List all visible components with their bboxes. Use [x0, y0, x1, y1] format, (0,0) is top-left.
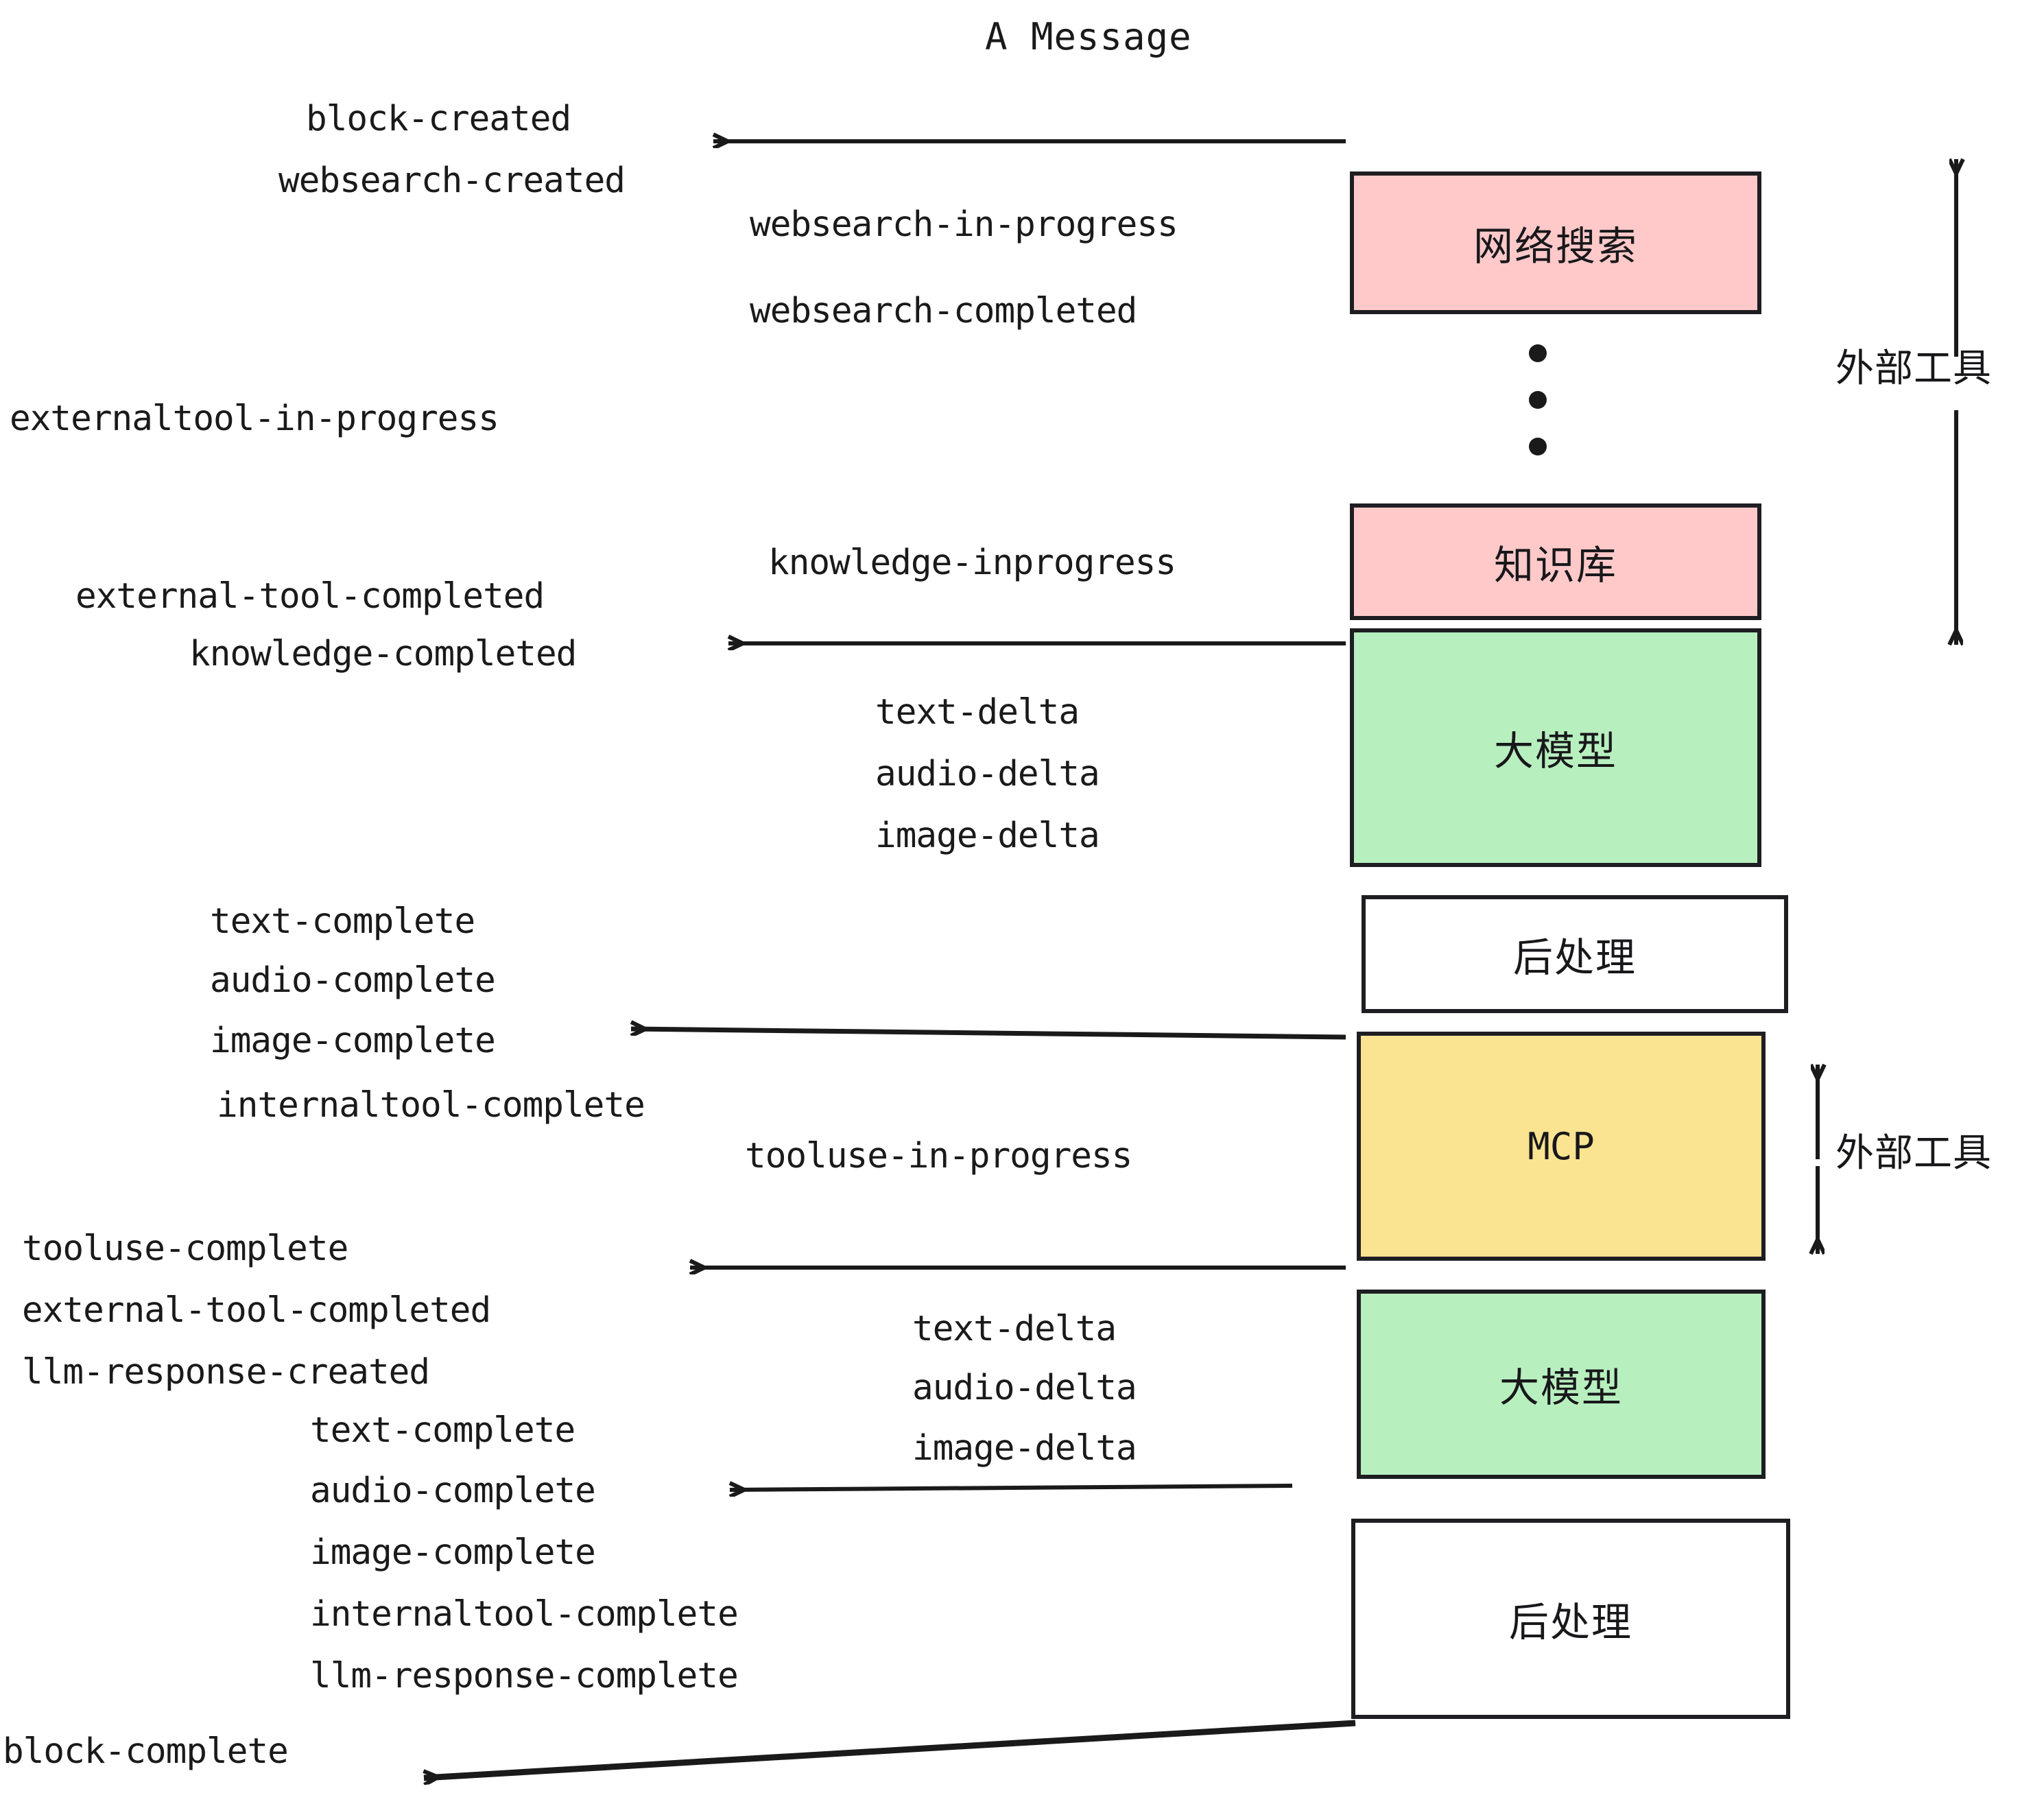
label-external-tool-bottom: 外部工具 — [1835, 1131, 1992, 1176]
event-external-tool-completed-2: external-tool-completed — [22, 1290, 491, 1331]
node-llm-top-label: 大模型 — [1493, 728, 1617, 774]
arrow-llm-to-audio-complete — [730, 1486, 1293, 1490]
diagram-title: A Message — [985, 15, 1192, 58]
label-external-tool-top: 外部工具 — [1835, 346, 1992, 391]
node-postprocess-top[interactable]: 后处理 — [1362, 895, 1788, 1013]
event-image-delta-1: image-delta — [875, 816, 1100, 856]
node-postprocess-bottom-label: 后处理 — [1508, 1599, 1632, 1646]
node-postprocess-bottom[interactable]: 后处理 — [1351, 1519, 1790, 1719]
event-audio-delta-2: audio-delta — [912, 1368, 1137, 1408]
arrow-postprocess-to-image-complete — [631, 1029, 1346, 1040]
event-text-complete-1: text-complete — [210, 901, 475, 942]
event-image-delta-2: image-delta — [912, 1428, 1137, 1469]
event-external-tool-completed-1: external-tool-completed — [75, 576, 545, 617]
node-knowledge[interactable]: 知识库 — [1350, 503, 1761, 620]
event-llm-response-complete: llm-response-complete — [310, 1656, 739, 1696]
event-websearch-created: websearch-created — [278, 161, 626, 201]
node-postprocess-top-label: 后处理 — [1512, 934, 1637, 981]
event-llm-response-created: llm-response-created — [22, 1352, 430, 1392]
event-knowledge-inprogress: knowledge-inprogress — [768, 543, 1176, 583]
event-websearch-in-progress: websearch-in-progress — [750, 204, 1178, 245]
node-mcp-label: MCP — [1528, 1124, 1595, 1168]
event-tooluse-complete: tooluse-complete — [22, 1229, 348, 1269]
event-knowledge-completed: knowledge-completed — [189, 634, 577, 674]
ellipsis-dot-2 — [1529, 391, 1547, 409]
event-audio-complete-1: audio-complete — [210, 960, 496, 1001]
event-image-complete-2: image-complete — [310, 1532, 596, 1573]
event-block-complete: block-complete — [3, 1731, 289, 1772]
event-text-delta-2: text-delta — [912, 1309, 1117, 1349]
event-websearch-completed: websearch-completed — [750, 291, 1137, 331]
event-text-complete-2: text-complete — [310, 1410, 575, 1451]
event-audio-delta-1: audio-delta — [875, 754, 1100, 794]
node-websearch[interactable]: 网络搜索 — [1350, 171, 1761, 314]
event-block-created: block-created — [306, 99, 571, 139]
node-knowledge-label: 知识库 — [1493, 542, 1617, 589]
arrow-postprocess-to-block-complete — [424, 1720, 1356, 1778]
ellipsis-dot-1 — [1529, 344, 1547, 362]
event-externaltool-in-progress: externaltool-in-progress — [10, 399, 499, 439]
node-mcp[interactable]: MCP — [1357, 1032, 1766, 1261]
event-image-complete-1: image-complete — [210, 1021, 496, 1061]
node-websearch-label: 网络搜索 — [1473, 223, 1638, 270]
event-internaltool-complete-2: internaltool-complete — [310, 1594, 739, 1635]
event-tooluse-in-progress: tooluse-in-progress — [745, 1136, 1132, 1176]
node-llm-bottom[interactable]: 大模型 — [1357, 1290, 1766, 1479]
node-llm-bottom-label: 大模型 — [1499, 1364, 1623, 1411]
event-text-delta-1: text-delta — [875, 692, 1080, 733]
event-internaltool-complete-1: internaltool-complete — [217, 1085, 645, 1126]
ellipsis-dot-3 — [1529, 438, 1547, 455]
node-llm-top[interactable]: 大模型 — [1350, 628, 1761, 867]
event-audio-complete-2: audio-complete — [310, 1471, 596, 1511]
